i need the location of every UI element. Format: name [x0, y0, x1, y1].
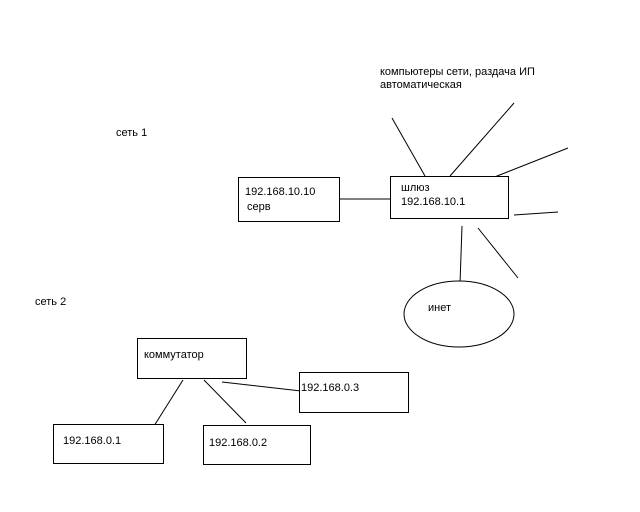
- server-ip: 192.168.10.10: [245, 186, 316, 198]
- host-3-ip: 192.168.0.3: [301, 382, 360, 394]
- host-1-ip: 192.168.0.1: [63, 435, 122, 447]
- host-node-3: 192.168.0.3: [299, 372, 409, 413]
- gateway-ip: 192.168.10.1: [401, 196, 466, 208]
- server-node: 192.168.10.10 серв: [238, 177, 340, 222]
- link-switch-host-3: [221, 381, 302, 392]
- internet-label: инет: [428, 302, 452, 314]
- link-client-2: [449, 102, 515, 177]
- link-switch-host-1: [153, 379, 184, 427]
- clients-note-line-2: автоматическая: [380, 79, 462, 91]
- link-client-5: [477, 227, 519, 279]
- server-name: серв: [247, 201, 271, 213]
- internet-node: [403, 280, 515, 348]
- switch-node: коммутатор: [137, 338, 247, 379]
- host-2-ip: 192.168.0.2: [209, 437, 268, 449]
- network-2-label: сеть 2: [35, 296, 67, 308]
- link-client-4: [513, 211, 559, 216]
- clients-note-line-1: компьютеры сети, раздача ИП: [380, 66, 535, 78]
- link-client-3: [491, 147, 569, 179]
- link-switch-host-2: [203, 379, 247, 424]
- link-client-1: [391, 117, 426, 177]
- gateway-node: шлюз 192.168.10.1: [390, 176, 509, 219]
- link-gateway-internet: [459, 225, 463, 285]
- host-node-2: 192.168.0.2: [203, 425, 311, 465]
- host-node-1: 192.168.0.1: [53, 424, 164, 464]
- network-1-label: сеть 1: [116, 127, 148, 139]
- switch-label: коммутатор: [144, 349, 204, 361]
- gateway-name: шлюз: [401, 182, 430, 194]
